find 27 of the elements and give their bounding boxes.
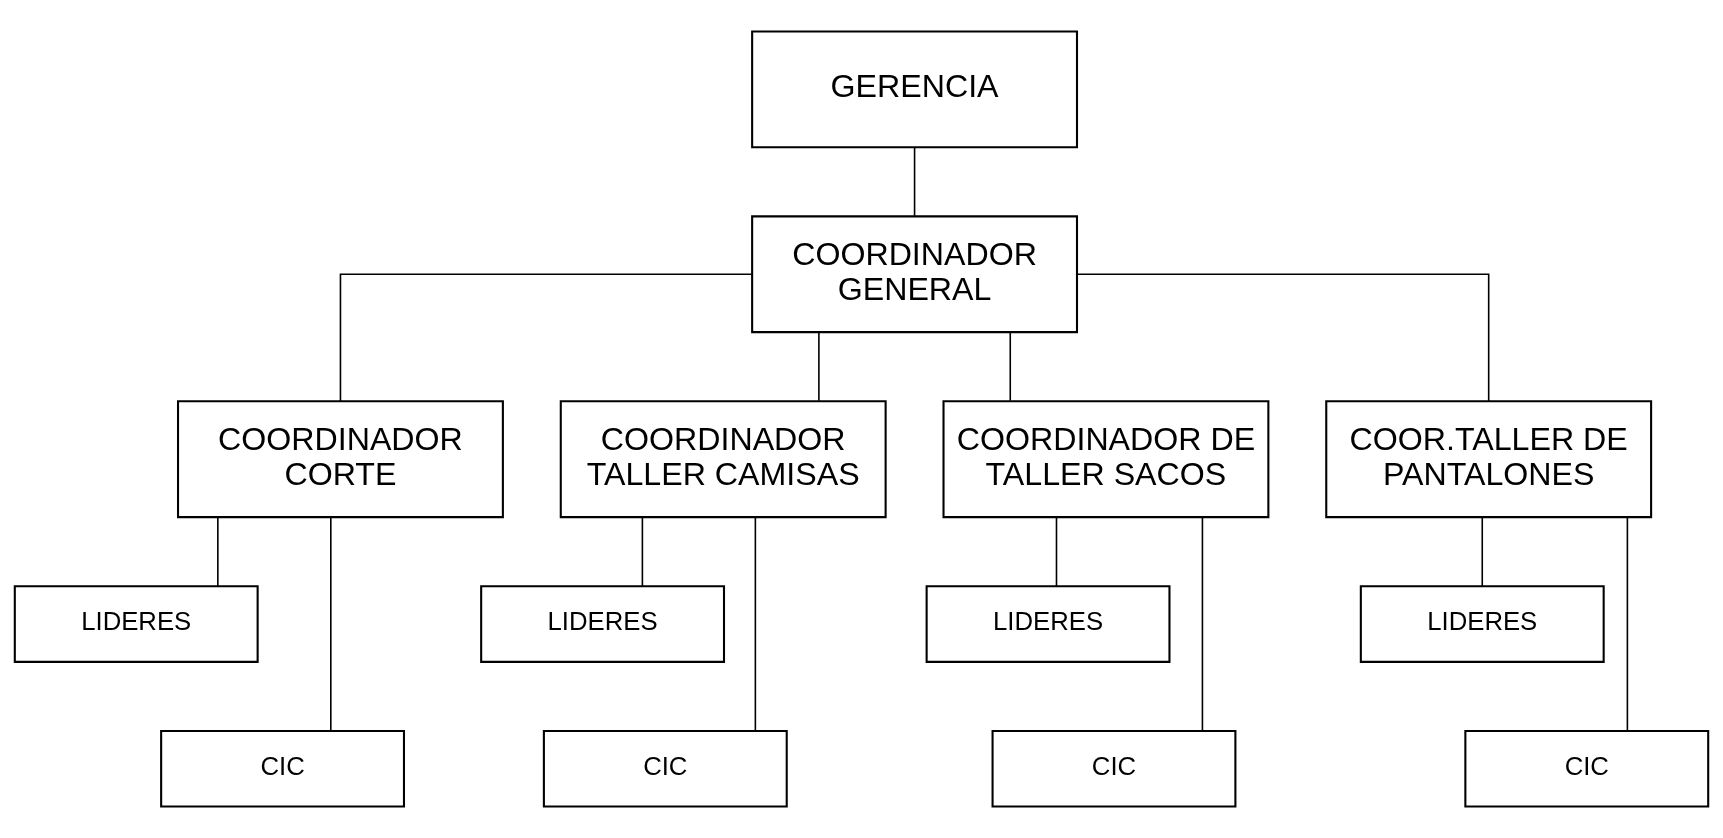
connector (1626, 516, 1629, 732)
node-box: LIDERES (925, 585, 1171, 663)
connector (217, 516, 219, 587)
connector (754, 516, 757, 732)
connector (818, 331, 820, 402)
node-box: COORDINADOR GENERAL (751, 215, 1079, 334)
node-box: LIDERES (13, 585, 259, 663)
node-box: CIC (1464, 729, 1710, 808)
connector (1009, 331, 1012, 402)
node-box: LIDERES (1359, 585, 1605, 663)
node-box: COORDINADOR CORTE (177, 400, 504, 519)
connector (1481, 516, 1484, 587)
node-box: LIDERES (480, 585, 726, 663)
connector (339, 273, 753, 402)
connector (641, 516, 644, 587)
node-box: COORDINADOR TALLER CAMISAS (559, 400, 887, 519)
node-box: CIC (542, 729, 788, 808)
connector (1201, 516, 1204, 732)
node-box: COORDINADOR DE TALLER SACOS (942, 400, 1270, 519)
connector (1076, 273, 1490, 402)
node-box: CIC (160, 729, 406, 808)
connector (913, 146, 916, 217)
node-box: GERENCIA (751, 30, 1079, 149)
connector (1055, 516, 1058, 587)
connector (330, 516, 332, 732)
node-box: COOR.TALLER DE PANTALONES (1325, 400, 1653, 519)
node-box: CIC (991, 729, 1237, 808)
